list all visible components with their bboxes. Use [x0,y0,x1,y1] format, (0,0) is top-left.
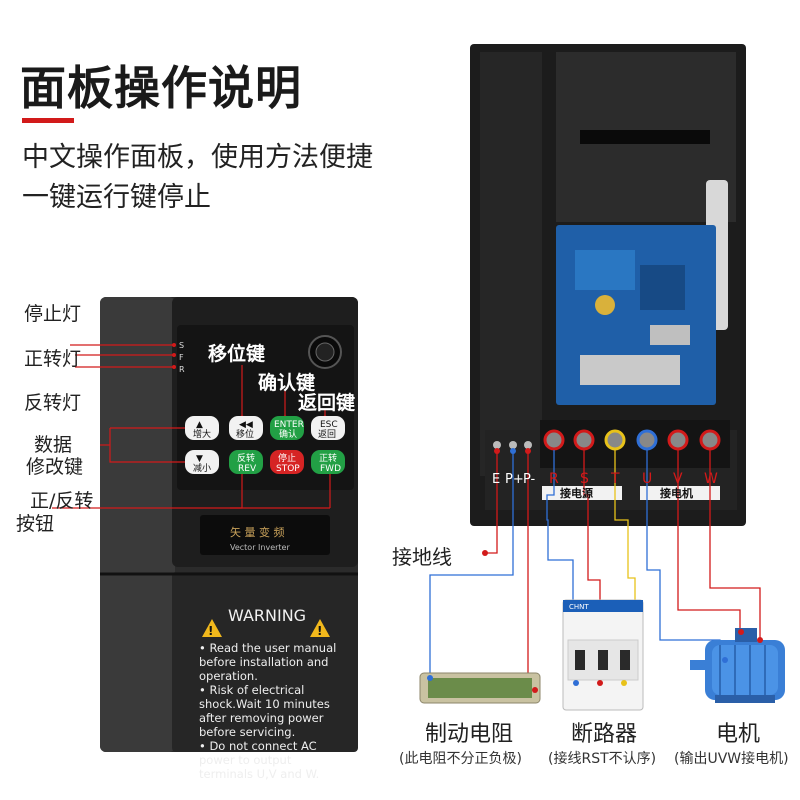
title-underline [22,118,74,123]
indicator-s: S [179,341,184,350]
pin-u: U [642,471,652,487]
callout-fwd-lamp: 正转灯 [24,348,82,370]
indicator-f: F [179,353,184,362]
main-terminals [543,429,721,451]
key-fwd-bottom: FWD [320,464,341,474]
breaker-brand: CHNT [569,603,589,611]
key-esc-bottom: 返回 [318,428,336,440]
callout-stop-lamp: 停止灯 [24,303,82,325]
breaker-caption: 断路器 [571,722,638,747]
motor-caption: 电机 [716,722,761,747]
display-window [200,515,330,555]
callout-rev-lamp: 反转灯 [24,392,82,414]
pin-p-plus: P+ [505,472,524,487]
key-enter-top: ENTER [274,420,304,430]
key-shift-label: 移位 [236,428,254,440]
svg-text:!: ! [317,624,322,638]
callout-return-key: 返回键 [298,392,356,414]
key-rev-bottom: REV [238,464,257,474]
warning-item-1: • Read the user manual before installati… [199,641,337,683]
down-key-shape [185,450,219,474]
electric-motor-icon [690,628,785,703]
svg-text:!: ! [208,624,213,638]
key-stop-bottom: STOP [276,464,300,474]
motor-note: (输出UVW接电机) [674,751,789,767]
description-line-2: 一键运行键停止 [22,182,211,213]
ground-wire-label: 接地线 [392,545,452,569]
callout-fwd-rev-btn-2: 按钮 [16,513,55,535]
pin-r: R [549,471,559,487]
key-down-label: 减小 [193,462,211,474]
warning-body: • Read the user manual before installati… [199,641,345,781]
warning-title: WARNING [228,606,307,625]
key-esc-top: ESC [320,420,338,430]
motor-label: 接电机 [660,486,693,500]
fwd-key-shape [311,450,345,474]
pin-w: W [704,471,718,487]
resistor-note: (此电阻不分正负极) [399,751,522,767]
keypad-area [177,325,354,490]
braking-resistor-icon [419,672,541,704]
shift-key-shape [229,416,263,440]
callout-fwd-rev-btn-1: 正/反转 [30,490,94,512]
power-label: 接电源 [560,486,593,500]
esc-key-shape [311,416,345,440]
rev-key-shape [229,450,263,474]
brand-en: Vector Inverter [230,543,290,552]
pin-t: T [610,471,620,487]
pin-v: V [673,471,683,487]
inverter-side [100,297,175,752]
resistor-caption: 制动电阻 [425,722,514,747]
warning-triangle-left-icon [202,619,222,637]
key-up-label: 增大 [193,428,211,440]
breaker-note: (接线RST不认序) [548,751,657,767]
brand-cn: 矢 量 变 频 [230,525,285,539]
callout-shift-key: 移位键 [208,343,266,365]
enter-key-shape [270,416,304,440]
circuit-breaker-icon [562,599,644,711]
callout-data-modify-2: 修改键 [26,456,84,478]
description-line-1: 中文操作面板，使用方法便捷 [22,142,373,173]
stop-key-shape [270,450,304,474]
key-fwd-top: 正转 [319,452,337,464]
indicator-r: R [179,365,185,374]
key-stop-top: 停止 [278,452,296,464]
warning-triangle-right-icon [310,619,330,637]
key-rev-top: 反转 [237,452,255,464]
pin-p-minus: P- [523,472,536,487]
callout-data-modify-1: 数据 [34,434,73,456]
warning-item-2: • Risk of electrical shock.Wait 10 minut… [199,683,330,739]
page-title: 面板操作说明 [20,61,302,115]
key-enter-bottom: 确认 [279,428,297,440]
up-key-shape [185,416,219,440]
pin-e: E [492,472,500,487]
warning-item-3: • Do not connect AC power to output term… [199,739,320,781]
svg-text:▼: ▼ [196,454,203,464]
inverter-lower-cover [172,572,358,752]
svg-text:▲: ▲ [196,420,203,430]
pin-s: S [580,471,589,487]
svg-text:◀◀: ◀◀ [239,420,253,430]
callout-confirm-key: 确认键 [258,372,316,394]
